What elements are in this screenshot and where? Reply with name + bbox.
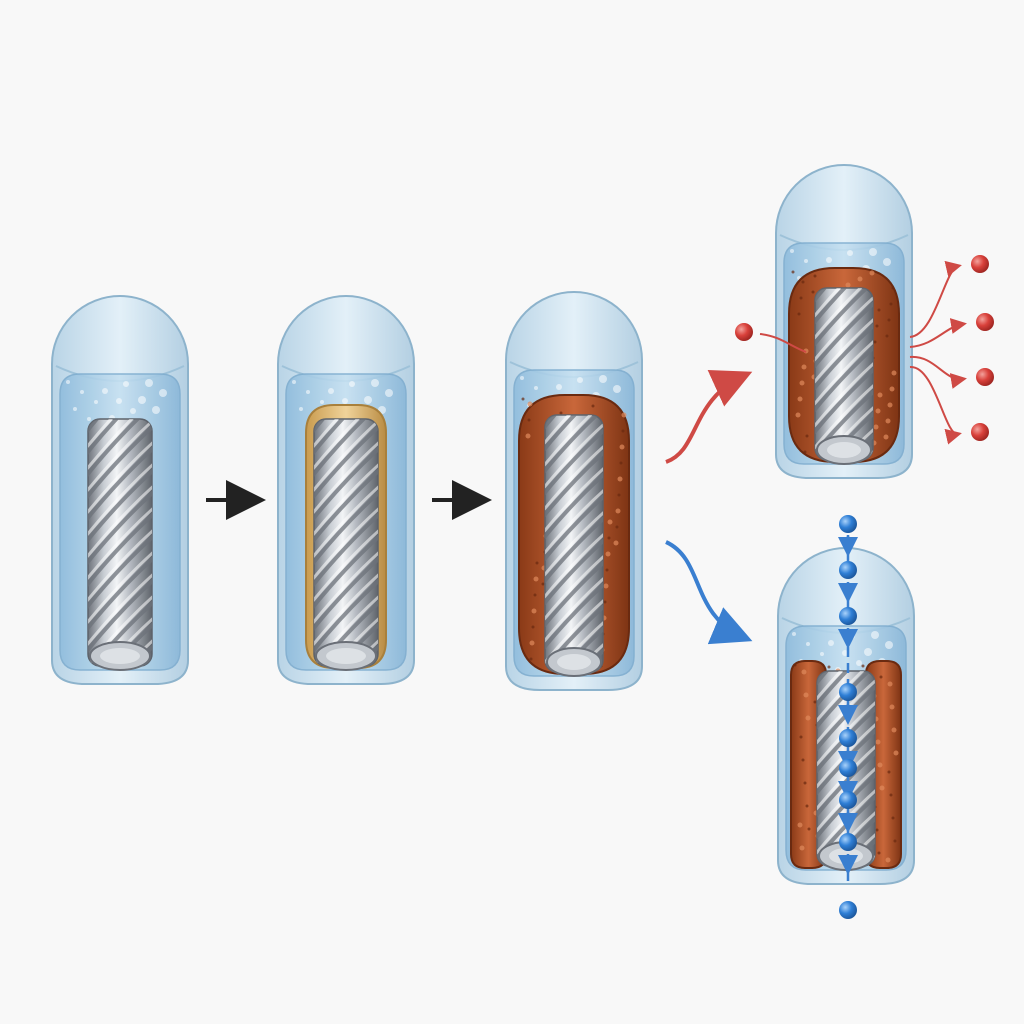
water-bubble (349, 381, 355, 387)
water-bubble (804, 259, 808, 263)
water-bubble (534, 386, 538, 390)
water-bubble (864, 648, 872, 656)
water-bubble (577, 377, 583, 383)
water-bubble (130, 408, 136, 414)
blue-particle-icon (839, 683, 857, 701)
stage-rust-outward-diffusion (776, 165, 912, 568)
blue-particle-icon (839, 759, 857, 777)
red-flow-arrow-icon (910, 324, 963, 347)
water-bubble (66, 380, 70, 384)
blue-particle-icon (839, 515, 857, 533)
red-particle-icon (735, 323, 753, 341)
red-particle-icon (976, 368, 994, 386)
stage-passive-film (278, 296, 414, 787)
stage-rust-layer (506, 292, 642, 761)
water-bubble (806, 642, 810, 646)
water-bubble (828, 640, 834, 646)
blue-particle-icon (839, 791, 857, 809)
blue-particle-icon (839, 729, 857, 747)
water-bubble (385, 389, 393, 397)
water-bubble (849, 633, 855, 639)
water-bubble (123, 381, 129, 387)
water-bubble (80, 390, 84, 394)
blue-particle-icon (839, 833, 857, 851)
water-bubble (792, 632, 796, 636)
water-bubble (116, 398, 122, 404)
water-bubble (826, 257, 832, 263)
stage-bare-rebar (52, 296, 188, 787)
water-bubble (820, 652, 824, 656)
blue-particle-icon (839, 607, 857, 625)
blue-particle-icon (839, 901, 857, 919)
water-bubble (138, 396, 146, 404)
red-flow-arrow-icon (910, 266, 958, 337)
water-bubble (371, 379, 379, 387)
water-bubble (599, 375, 607, 383)
water-bubble (342, 398, 348, 404)
water-bubble (790, 249, 794, 253)
water-bubble (159, 389, 167, 397)
water-bubble (299, 407, 303, 411)
water-bubble (883, 258, 891, 266)
branch-arrow-down-icon (666, 542, 745, 638)
water-bubble (102, 388, 108, 394)
water-bubble (152, 406, 160, 414)
water-bubble (856, 660, 862, 666)
red-particle-icon (971, 423, 989, 441)
water-bubble (320, 400, 324, 404)
water-bubble (847, 250, 853, 256)
water-bubble (292, 380, 296, 384)
water-bubble (73, 407, 77, 411)
water-bubble (556, 384, 562, 390)
red-particle-icon (971, 255, 989, 273)
red-particle-icon (976, 313, 994, 331)
water-bubble (364, 396, 372, 404)
water-bubble (869, 248, 877, 256)
water-bubble (613, 385, 621, 393)
water-bubble (520, 376, 524, 380)
branch-arrow-up-icon (666, 375, 745, 462)
water-bubble (885, 641, 893, 649)
water-bubble (87, 417, 91, 421)
water-bubble (328, 388, 334, 394)
water-bubble (145, 379, 153, 387)
water-bubble (94, 400, 98, 404)
blue-particle-icon (839, 561, 857, 579)
water-bubble (306, 390, 310, 394)
water-bubble (871, 631, 879, 639)
